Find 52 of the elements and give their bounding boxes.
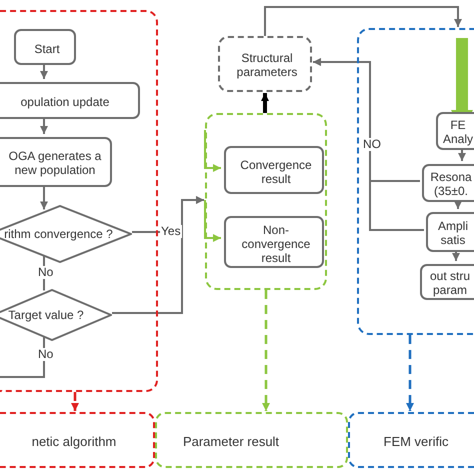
node-label: FEM verific [382, 435, 450, 449]
process-box [426, 212, 474, 252]
edge-label: NO [362, 138, 382, 151]
node-label: OGA generates a new population [8, 149, 102, 177]
process-box [0, 137, 112, 187]
dashed-group-frame [0, 10, 158, 392]
dashed-group-frame [357, 28, 474, 335]
node-label: Non-convergence result [240, 223, 312, 265]
arrow [71, 392, 79, 411]
section-band [0, 412, 155, 468]
arrow [40, 63, 48, 79]
process-box [224, 146, 324, 194]
process-box [420, 264, 474, 300]
node-label: netic algorithm [30, 435, 118, 449]
arrow [458, 148, 466, 161]
process-box [0, 82, 140, 119]
node-label: Start [33, 42, 61, 56]
process-box [422, 164, 474, 202]
section-band [155, 412, 348, 468]
node-label: Target value ? [7, 308, 85, 322]
node-label: Parameter result [182, 435, 280, 449]
arrow [454, 200, 462, 209]
arrow [313, 58, 424, 231]
decision-diamond [0, 289, 112, 341]
node-label: out stru param [428, 269, 472, 297]
process-box [224, 216, 324, 268]
arrow [261, 93, 269, 113]
edge-label: Yes [160, 225, 182, 238]
arrow [40, 185, 48, 210]
edge-label: No [37, 348, 54, 361]
process-box [436, 112, 474, 150]
section-band [348, 412, 474, 468]
dashed-box [218, 36, 312, 92]
arrow [40, 117, 48, 134]
arrow [112, 196, 204, 314]
decision-diamond [0, 205, 132, 263]
arrow [204, 130, 221, 172]
process-box [14, 29, 76, 65]
node-label: Convergence result [239, 158, 313, 186]
arrow [452, 250, 460, 261]
node-label: opulation update [20, 95, 110, 109]
node-label: Structural parameters [236, 51, 298, 79]
arrow [262, 290, 270, 411]
node-label: Resona (35±0. [429, 170, 473, 198]
dashed-group-frame [205, 113, 327, 290]
arrow [204, 200, 221, 242]
arrow [406, 335, 414, 411]
arrow [264, 6, 462, 36]
node-label: FE Analy [442, 118, 474, 146]
node-label: rithm convergence ? [3, 227, 114, 241]
node-label: Ampli satis [436, 219, 469, 247]
edge-label: No [37, 266, 54, 279]
